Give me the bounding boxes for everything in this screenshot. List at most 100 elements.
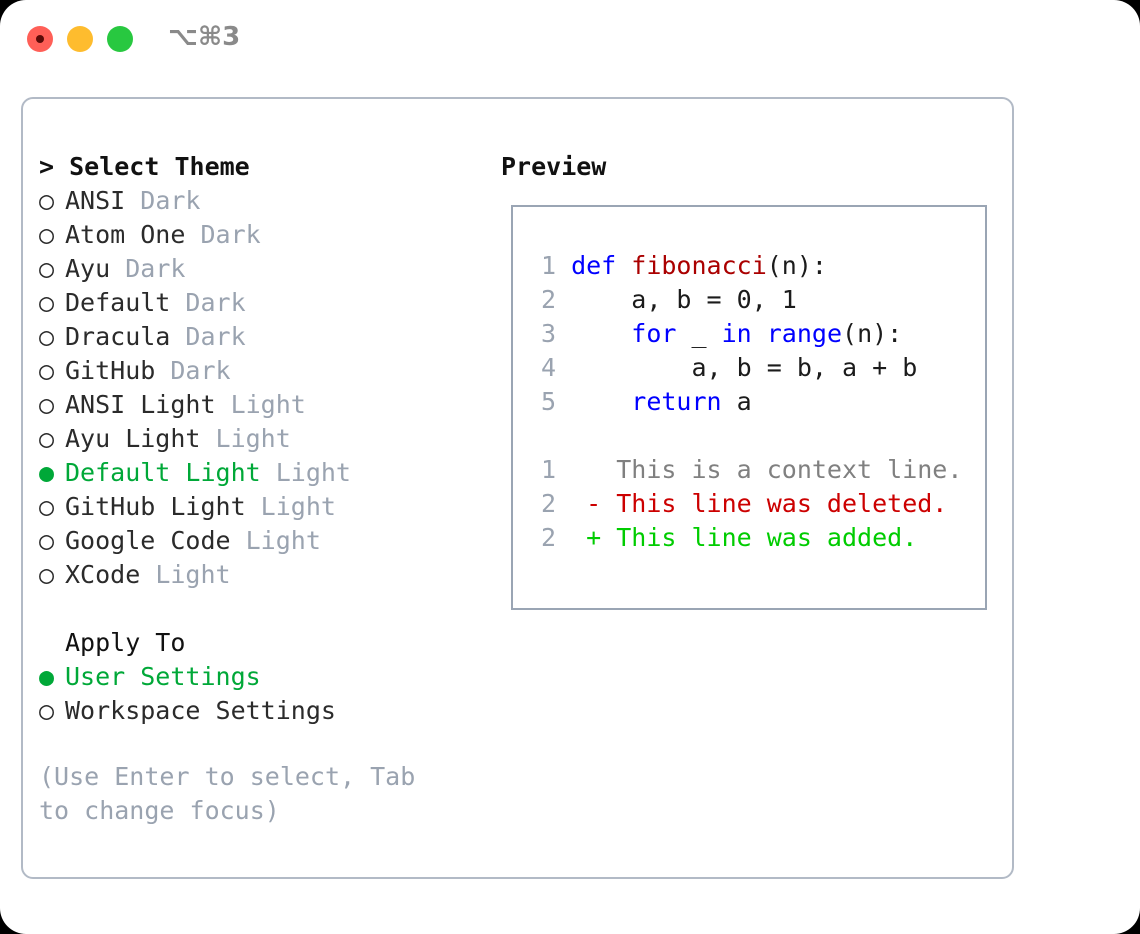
title-bar: ⌥⌘3	[0, 0, 1140, 80]
theme-selector-pane: > Select Theme ○ANSI Dark○Atom One Dark○…	[39, 150, 489, 828]
theme-option-name: XCode	[65, 560, 156, 589]
radio-unselected-icon: ○	[39, 526, 55, 555]
theme-option-name: Atom One	[65, 220, 201, 249]
radio-unselected-icon: ○	[39, 390, 55, 419]
theme-option-kind: Light	[275, 458, 351, 487]
preview-pane: Preview 1 def fibonacci(n):2 a, b = 0, 1…	[501, 150, 1001, 610]
line-number: 2	[540, 523, 556, 552]
code-token: _	[676, 319, 722, 348]
preview-title: Preview	[501, 152, 607, 181]
theme-option-github-light[interactable]: ○ GitHub Light Light	[39, 490, 489, 524]
radio-unselected-icon: ○	[39, 288, 55, 317]
radio-selected-icon: ●	[39, 458, 55, 487]
theme-option-kind: Light	[245, 526, 321, 555]
radio-unselected-icon: ○	[39, 560, 55, 589]
theme-option-kind: Dark	[185, 322, 246, 351]
line-number: 1	[540, 251, 556, 280]
theme-option-name: ANSI	[65, 186, 141, 215]
minimize-window-button[interactable]	[67, 26, 93, 52]
theme-option-ansi-light[interactable]: ○ANSI Light Light	[39, 388, 489, 422]
diff-line: 2 - This line was deleted.	[526, 487, 962, 521]
theme-option-xcode[interactable]: ○ XCode Light	[39, 558, 489, 592]
code-line: 5 return a	[526, 385, 962, 419]
theme-option-ayu[interactable]: ○ Ayu Dark	[39, 252, 489, 286]
radio-selected-icon: ●	[39, 662, 55, 691]
theme-option-kind: Light	[230, 390, 306, 419]
theme-option-kind: Dark	[140, 186, 201, 215]
radio-unselected-icon: ○	[39, 186, 55, 215]
theme-option-name: Default	[65, 288, 186, 317]
theme-picker-dialog: > Select Theme ○ANSI Dark○Atom One Dark○…	[21, 97, 1014, 879]
apply-to-option-list: ● User Settings ○ Workspace Settings	[39, 660, 489, 728]
theme-option-name: Dracula	[65, 322, 186, 351]
diff-line-text: - This line was deleted.	[571, 489, 948, 518]
theme-option-name: GitHub	[65, 356, 171, 385]
line-number: 4	[540, 353, 556, 382]
radio-unselected-icon: ○	[39, 322, 55, 351]
line-number: 3	[540, 319, 556, 348]
theme-option-kind: Light	[260, 492, 336, 521]
apply-to-option-name: User Settings	[65, 662, 261, 691]
code-token: (n):	[766, 251, 827, 280]
theme-option-default-light[interactable]: ● Default Light Light	[39, 456, 489, 490]
line-number: 2	[540, 489, 556, 518]
code-line: 4 a, b = b, a + b	[526, 351, 962, 385]
code-token: a, b = 0, 1	[571, 285, 797, 314]
theme-option-dracula[interactable]: ○ Dracula Dark	[39, 320, 489, 354]
theme-option-kind: Light	[215, 424, 291, 453]
line-number: 2	[540, 285, 556, 314]
diff-line-text: + This line was added.	[571, 523, 918, 552]
code-line: 3 for _ in range(n):	[526, 317, 962, 351]
theme-option-kind: Light	[155, 560, 231, 589]
diff-line: 1 This is a context line.	[526, 453, 962, 487]
zoom-window-button[interactable]	[107, 26, 133, 52]
close-window-button[interactable]	[27, 26, 53, 52]
code-line: 2 a, b = 0, 1	[526, 283, 962, 317]
theme-option-list: ○ ANSI Dark ○ Atom One Dark ○ Ayu Dark ○ Defaul…	[39, 184, 489, 592]
line-number: 5	[540, 387, 556, 416]
apply-to-label: Apply To	[65, 628, 186, 657]
code-token: return	[631, 387, 722, 416]
radio-unselected-icon: ○	[39, 696, 55, 725]
theme-option-google-code[interactable]: ○ Google Code Light	[39, 524, 489, 558]
code-token: a, b = b, a + b	[571, 353, 918, 382]
code-blank-line	[526, 419, 962, 453]
theme-option-ayu-light[interactable]: ○Ayu Light Light	[39, 422, 489, 456]
theme-option-name: Default Light	[65, 458, 276, 487]
keyboard-hint-text: (Use Enter to select, Tab to change focu…	[39, 762, 431, 825]
theme-option-atom-one[interactable]: ○ Atom One Dark	[39, 218, 489, 252]
apply-to-option-name: Workspace Settings	[65, 696, 336, 725]
keyboard-shortcut-label: ⌥⌘3	[168, 22, 241, 52]
radio-unselected-icon: ○	[39, 254, 55, 283]
line-number: 1	[540, 455, 556, 484]
theme-option-name: Google Code	[65, 526, 246, 555]
theme-option-name: Ayu	[65, 254, 126, 283]
theme-option-kind: Dark	[125, 254, 186, 283]
code-token: def	[571, 251, 632, 280]
apply-to-option-user-settings[interactable]: ● User Settings	[39, 660, 489, 694]
radio-unselected-icon: ○	[39, 220, 55, 249]
page-title: > Select Theme	[39, 152, 250, 181]
code-token: (n):	[842, 319, 903, 348]
theme-option-ansi[interactable]: ○ ANSI Dark	[39, 184, 489, 218]
code-token	[571, 387, 631, 416]
theme-option-github[interactable]: ○ GitHub Dark	[39, 354, 489, 388]
section-spacer	[39, 592, 489, 626]
theme-option-kind: Dark	[200, 220, 261, 249]
radio-unselected-icon: ○	[39, 356, 55, 385]
code-token: for	[631, 319, 677, 348]
theme-option-name: GitHub Light	[65, 492, 261, 521]
traffic-lights	[27, 26, 133, 52]
radio-unselected-icon: ○	[39, 492, 55, 521]
code-token: fibonacci	[631, 251, 767, 280]
theme-option-kind: Dark	[170, 356, 231, 385]
apply-to-option-workspace-settings[interactable]: ○ Workspace Settings	[39, 694, 489, 728]
theme-option-kind: Dark	[185, 288, 246, 317]
diff-line: 2 + This line was added.	[526, 521, 962, 555]
theme-option-default[interactable]: ○ Default Dark	[39, 286, 489, 320]
radio-unselected-icon: ○	[39, 424, 55, 453]
diff-line-text: This is a context line.	[571, 455, 963, 484]
